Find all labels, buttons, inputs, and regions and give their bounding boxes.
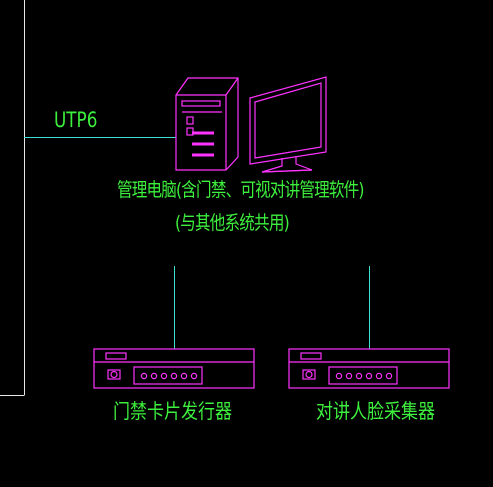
management-pc-sublabel: (与其他系统共用) [175, 212, 290, 234]
card-reader-device-icon [93, 348, 255, 389]
computer-tower-icon [175, 77, 239, 171]
cable-label: UTP6 [54, 108, 98, 132]
face-collector-device-icon [288, 348, 450, 389]
face-collector-label: 对讲人脸采集器 [316, 399, 435, 423]
card-issuer-label: 门禁卡片发行器 [113, 399, 232, 423]
management-pc-label: 管理电脑(含门禁、可视对讲管理软件) [117, 179, 364, 201]
monitor-icon [249, 76, 327, 173]
connection-wires [24, 137, 370, 349]
frame-border [0, 0, 25, 396]
